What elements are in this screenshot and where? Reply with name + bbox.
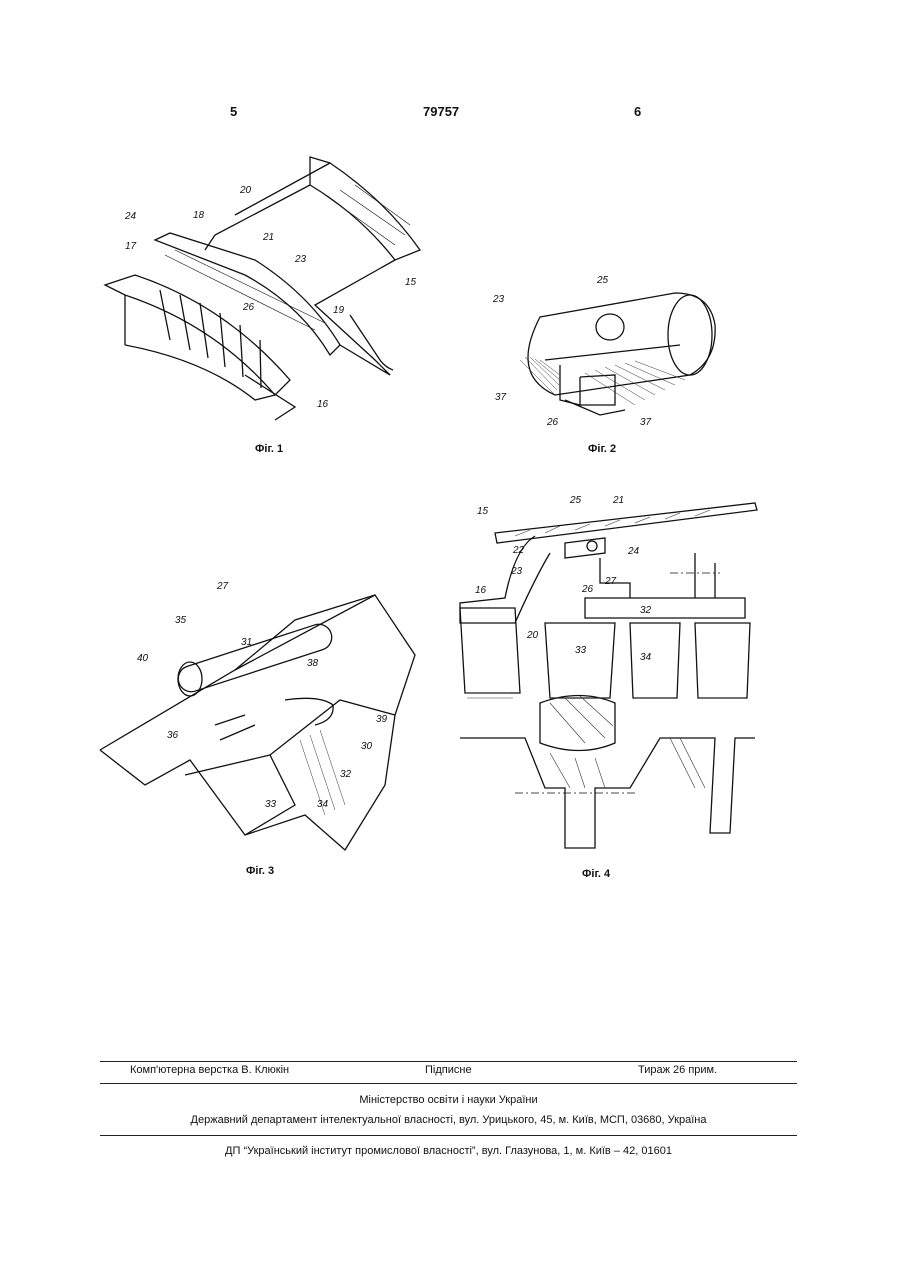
label-20: 20: [239, 185, 252, 196]
figure-2: 25 23 37 26 37: [485, 265, 735, 435]
footer-rule-middle: [100, 1083, 797, 1084]
label-23: 23: [294, 254, 307, 265]
figure-2-caption: Фіг. 2: [588, 443, 616, 455]
label-18: 18: [193, 210, 205, 221]
figure-1-drawing: 20 24 18 17 21 23 15 26 19 16: [95, 145, 435, 445]
figure-2-drawing: 25 23 37 26 37: [485, 265, 735, 435]
label-34: 34: [317, 799, 329, 810]
label-32: 32: [640, 605, 652, 616]
footer-rule-top: [100, 1061, 797, 1062]
label-25: 25: [596, 275, 609, 286]
institute-line: ДП “Український інститут промислової вла…: [100, 1145, 797, 1157]
label-26: 26: [242, 302, 255, 313]
label-25: 25: [569, 495, 582, 506]
page-number-right: 6: [634, 104, 641, 119]
label-21: 21: [262, 232, 274, 243]
circulation: Тираж 26 прим.: [638, 1064, 717, 1076]
label-26: 26: [581, 584, 594, 595]
label-15: 15: [405, 277, 417, 288]
label-23: 23: [492, 294, 505, 305]
label-38: 38: [307, 658, 319, 669]
patent-number: 79757: [423, 104, 459, 119]
label-30: 30: [361, 741, 373, 752]
figure-3-caption: Фіг. 3: [246, 865, 274, 877]
figure-4-drawing: 25 21 15 22 24 23 27 26 16 32 20 33 34: [455, 488, 760, 868]
label-24: 24: [124, 211, 137, 222]
label-37-left: 37: [495, 392, 507, 403]
department-line: Державний департамент інтелектуальної вл…: [100, 1114, 797, 1126]
label-33: 33: [265, 799, 277, 810]
label-21: 21: [612, 495, 624, 506]
label-39: 39: [376, 714, 388, 725]
figure-3: 27 35 31 40 38 39 36 30 32 33 34: [95, 575, 425, 875]
label-27: 27: [216, 581, 229, 592]
page-number-left: 5: [230, 104, 237, 119]
signed-label: Підписне: [425, 1064, 472, 1076]
label-16: 16: [317, 399, 329, 410]
figure-4: 25 21 15 22 24 23 27 26 16 32 20 33 34: [455, 488, 760, 868]
label-17: 17: [125, 241, 137, 252]
figure-1: 20 24 18 17 21 23 15 26 19 16: [95, 145, 435, 445]
layout-credit: Комп'ютерна верстка В. Клюкін: [130, 1064, 289, 1076]
label-24: 24: [627, 546, 640, 557]
label-19: 19: [333, 305, 345, 316]
footer-row-1: Комп'ютерна верстка В. Клюкін Підписне Т…: [100, 1064, 797, 1080]
figure-4-caption: Фіг. 4: [582, 868, 610, 880]
label-36: 36: [167, 730, 179, 741]
label-26: 26: [546, 417, 559, 428]
label-23: 23: [510, 566, 523, 577]
label-32: 32: [340, 769, 352, 780]
ministry-line: Міністерство освіти і науки України: [100, 1094, 797, 1106]
figure-1-caption: Фіг. 1: [255, 443, 283, 455]
label-22: 22: [512, 545, 525, 556]
figure-3-drawing: 27 35 31 40 38 39 36 30 32 33 34: [95, 575, 425, 875]
label-31: 31: [241, 637, 252, 648]
label-40: 40: [137, 653, 149, 664]
label-15: 15: [477, 506, 489, 517]
label-34: 34: [640, 652, 652, 663]
label-33: 33: [575, 645, 587, 656]
label-35: 35: [175, 615, 187, 626]
label-27: 27: [604, 576, 617, 587]
label-20: 20: [526, 630, 539, 641]
label-37-right: 37: [640, 417, 652, 428]
footer-rule-bottom: [100, 1135, 797, 1136]
label-16: 16: [475, 585, 487, 596]
